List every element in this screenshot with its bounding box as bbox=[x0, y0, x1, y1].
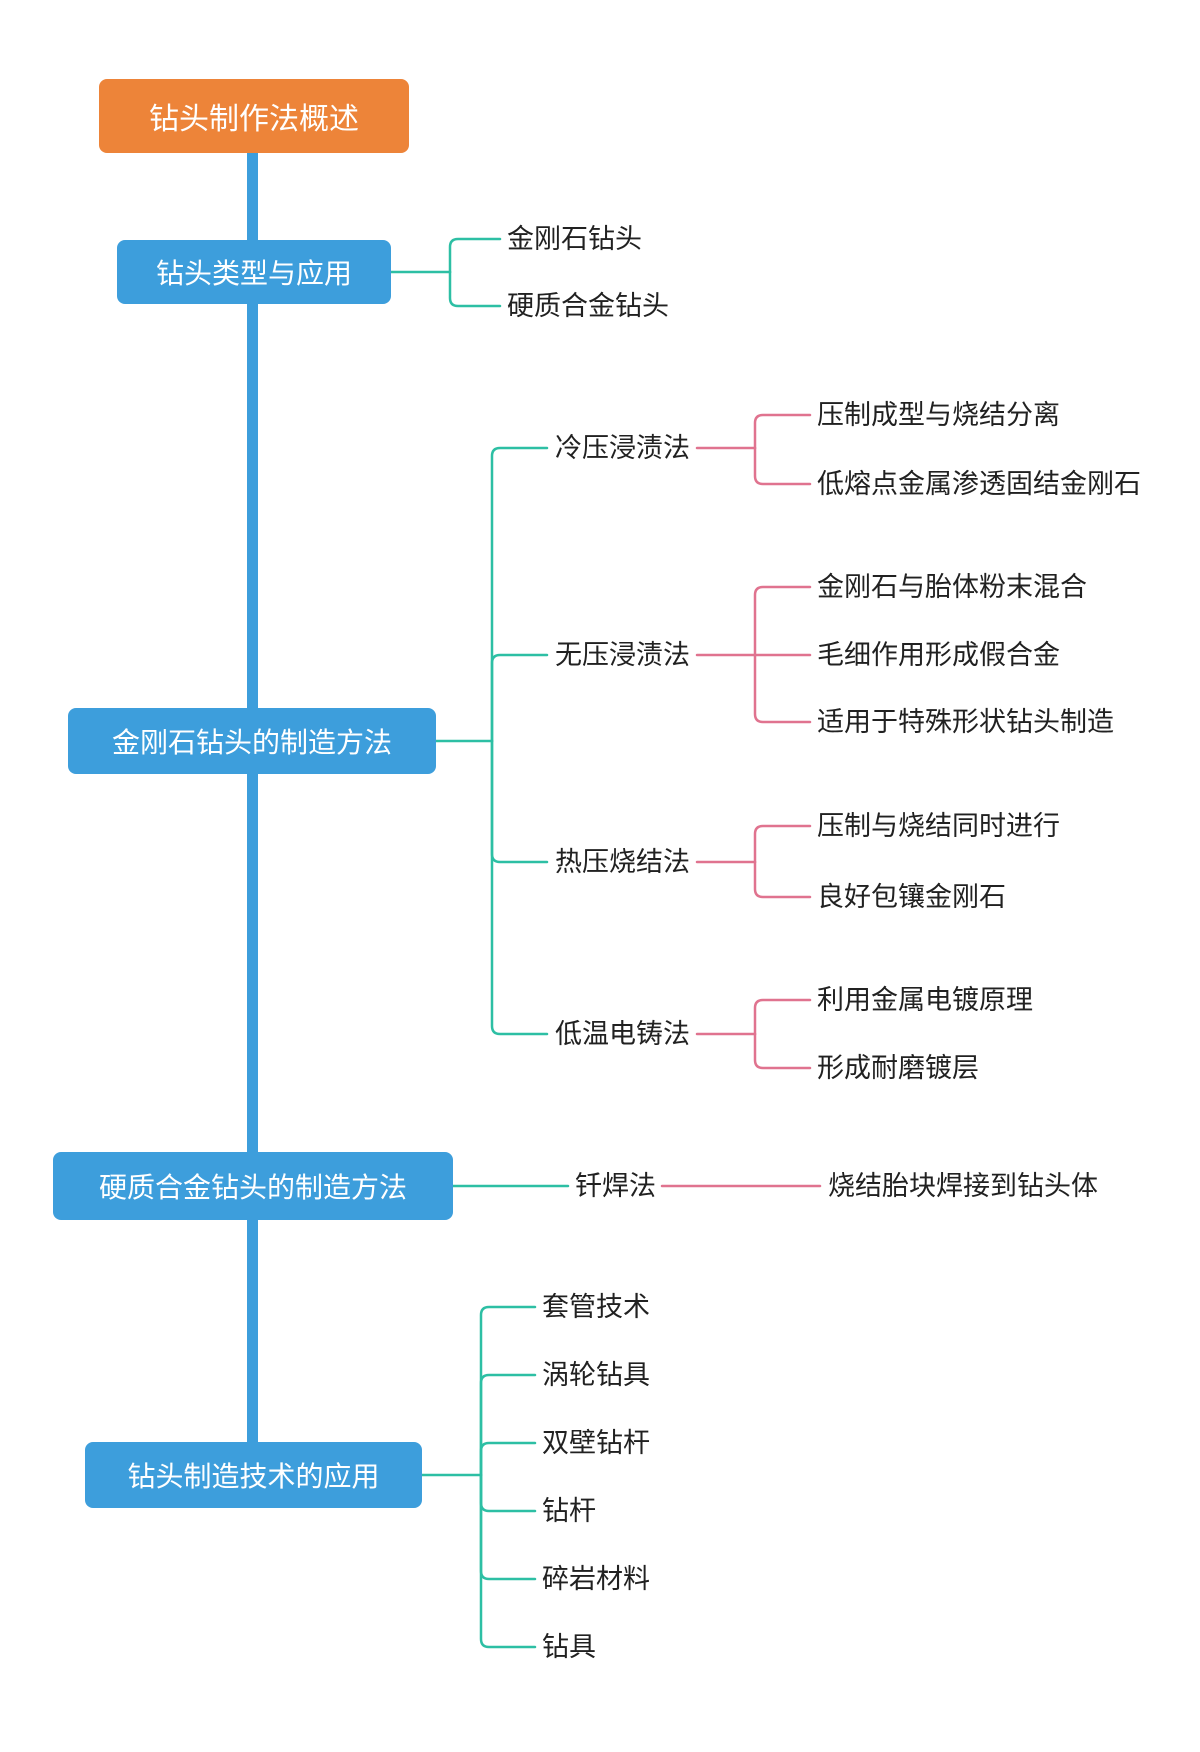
leaf-press-and-sinter-simultaneously[interactable]: 压制与烧结同时进行 bbox=[817, 811, 1060, 841]
leaf-suits-special-shape-bits[interactable]: 适用于特殊形状钻头制造 bbox=[817, 707, 1114, 737]
leaf-low-melting-metal-infiltration[interactable]: 低熔点金属渗透固结金刚石 bbox=[817, 469, 1141, 499]
topic-cold-press-impregnation[interactable]: 冷压浸渍法 bbox=[555, 433, 690, 463]
topic-casing-technology[interactable]: 套管技术 bbox=[542, 1292, 650, 1322]
topic-drill-pipe[interactable]: 钻杆 bbox=[542, 1496, 596, 1526]
node-diamond-bit-manufacturing-methods[interactable]: 金刚石钻头的制造方法 bbox=[68, 708, 436, 774]
teal-connectors bbox=[389, 237, 570, 1649]
topic-pressureless-impregnation[interactable]: 无压浸渍法 bbox=[555, 640, 690, 670]
leaf-good-diamond-embedding[interactable]: 良好包镶金刚石 bbox=[817, 882, 1006, 912]
pink-connectors bbox=[660, 413, 822, 1188]
leaf-sintered-block-welded-to-bit-body[interactable]: 烧结胎块焊接到钻头体 bbox=[828, 1171, 1098, 1201]
topic-brazing-method[interactable]: 钎焊法 bbox=[575, 1171, 656, 1201]
node-carbide-bit-manufacturing-methods[interactable]: 硬质合金钻头的制造方法 bbox=[53, 1152, 453, 1220]
topic-rock-breaking-materials[interactable]: 碎岩材料 bbox=[542, 1564, 650, 1594]
topic-diamond-drill-bit[interactable]: 金刚石钻头 bbox=[507, 224, 642, 254]
leaf-metal-electroplating-principle[interactable]: 利用金属电镀原理 bbox=[817, 985, 1033, 1015]
topic-turbine-drilling-tools[interactable]: 涡轮钻具 bbox=[542, 1360, 650, 1390]
leaf-diamond-matrix-powder-mix[interactable]: 金刚石与胎体粉末混合 bbox=[817, 572, 1087, 602]
leaf-capillary-pseudo-alloy[interactable]: 毛细作用形成假合金 bbox=[817, 640, 1060, 670]
topic-double-wall-drill-pipe[interactable]: 双壁钻杆 bbox=[542, 1428, 650, 1458]
leaf-pressing-and-sintering-separate[interactable]: 压制成型与烧结分离 bbox=[817, 400, 1060, 430]
topic-low-temp-electroforming[interactable]: 低温电铸法 bbox=[555, 1019, 690, 1049]
node-bit-manufacturing-applications[interactable]: 钻头制造技术的应用 bbox=[85, 1442, 422, 1508]
leaf-wear-resistant-coating[interactable]: 形成耐磨镀层 bbox=[817, 1053, 979, 1083]
topic-carbide-drill-bit[interactable]: 硬质合金钻头 bbox=[507, 291, 669, 321]
topic-hot-press-sintering[interactable]: 热压烧结法 bbox=[555, 847, 690, 877]
node-drill-bit-types-and-applications[interactable]: 钻头类型与应用 bbox=[117, 240, 391, 304]
topic-drilling-tools[interactable]: 钻具 bbox=[542, 1632, 596, 1662]
node-root-drill-bit-making-overview[interactable]: 钻头制作法概述 bbox=[99, 79, 409, 153]
